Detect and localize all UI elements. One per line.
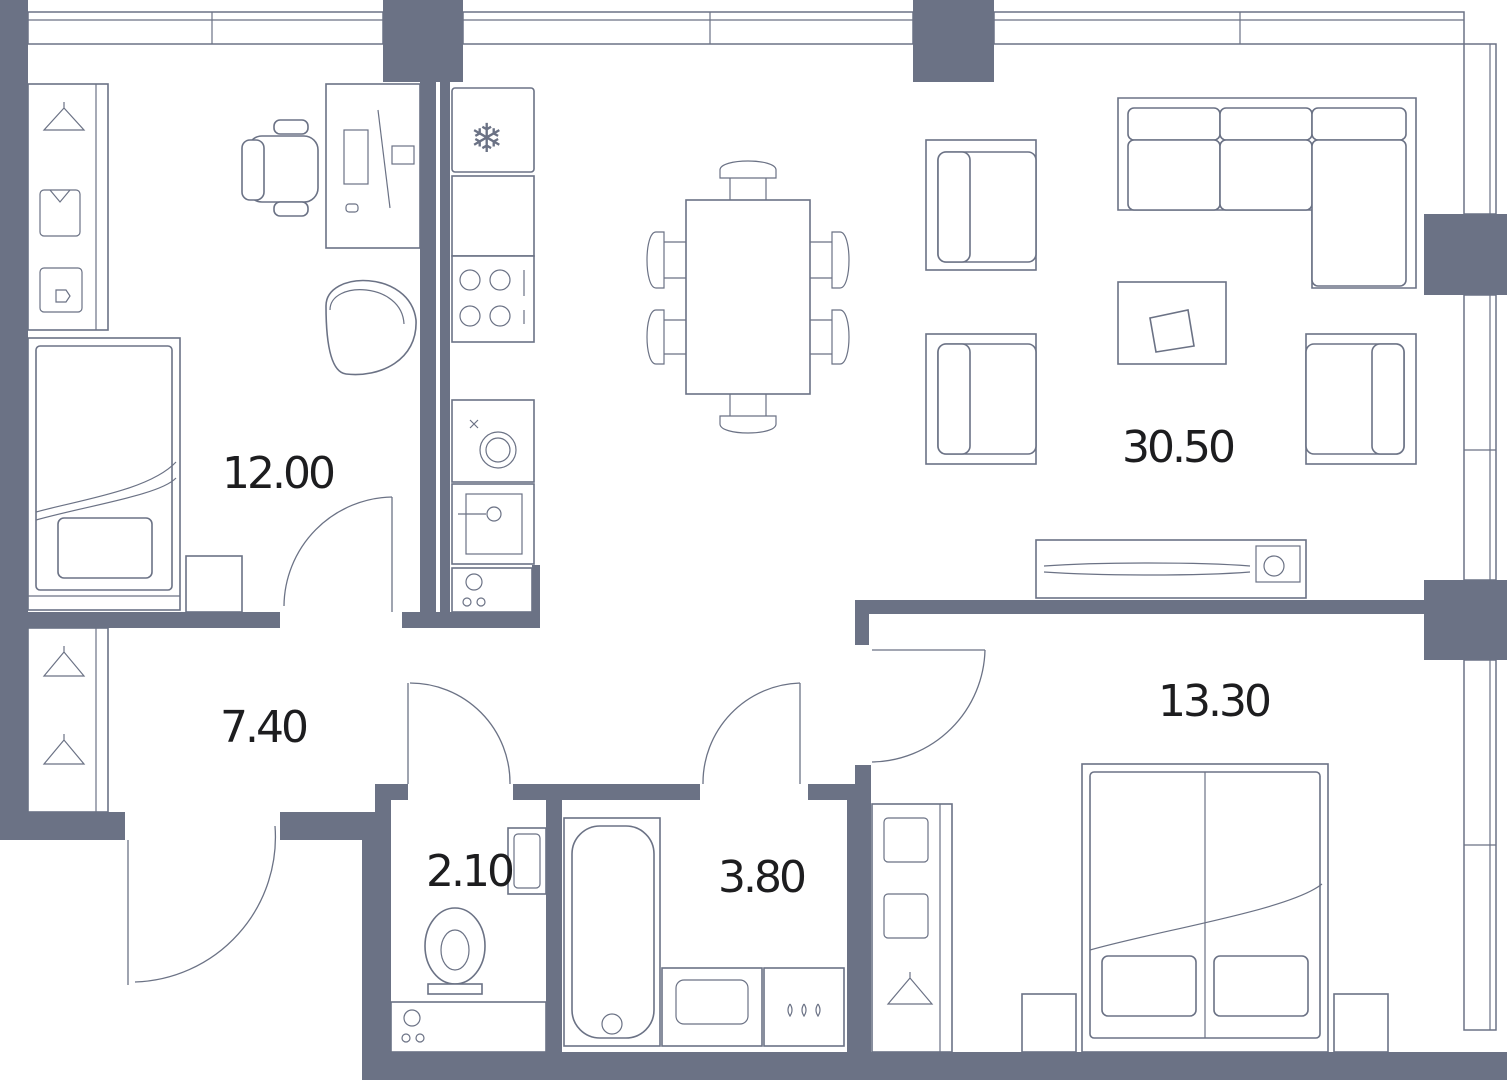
wc-furniture	[390, 827, 547, 1053]
room-area-wc: 2.10	[426, 846, 513, 897]
doors	[127, 496, 986, 985]
bedroom-1-furniture	[27, 83, 421, 613]
freezer-icon: ❄	[470, 116, 504, 162]
room-area-living: 30.50	[1122, 422, 1234, 473]
hanger-icon	[42, 734, 86, 765]
bath-furniture	[563, 817, 845, 1047]
room-area-bedroom-1: 12.00	[222, 448, 334, 499]
hanger-icon	[42, 102, 86, 131]
bedroom-2-furniture	[871, 763, 1389, 1053]
room-area-labels: 12.00 30.50 7.40 13.30 2.10 3.80	[220, 422, 1273, 903]
room-area-hall: 7.40	[220, 702, 307, 753]
room-area-bath: 3.80	[718, 852, 805, 903]
room-area-bedroom-2: 13.30	[1158, 676, 1270, 727]
folded-shirt-icon	[39, 267, 83, 313]
shirt-icon	[39, 189, 81, 237]
windows	[27, 11, 1497, 1031]
living-furniture	[646, 97, 1417, 599]
hall-furniture	[27, 627, 109, 813]
office-chair-icon	[241, 119, 319, 217]
kitchen-furniture: ❄	[451, 87, 535, 613]
hanger-icon	[42, 646, 86, 677]
